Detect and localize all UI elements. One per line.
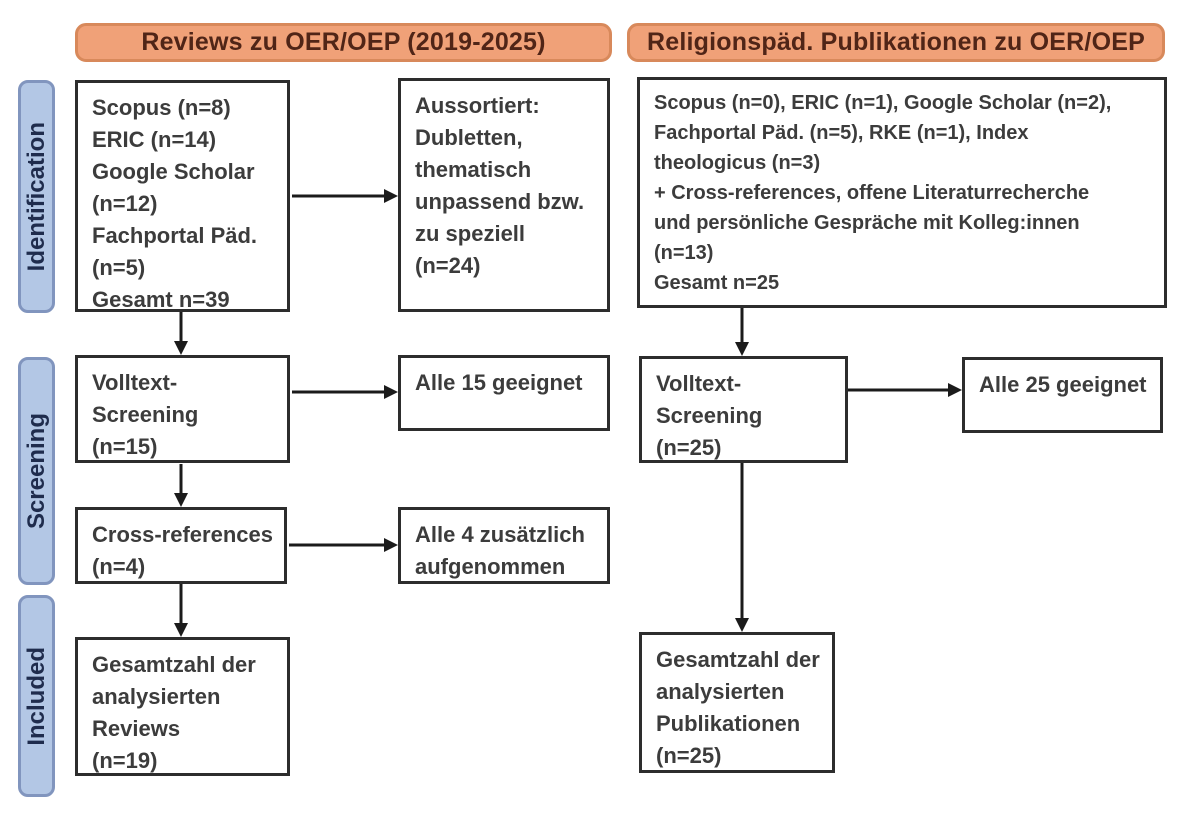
- box-right-fulltext-result: Alle 25 geeignet: [962, 357, 1163, 433]
- box-left-crossreferences: Cross-references (n=4): [75, 507, 287, 584]
- box-right-fulltext-screening: Volltext- Screening (n=25): [639, 356, 848, 463]
- box-left-fulltext-screening: Volltext- Screening (n=15): [75, 355, 290, 463]
- arrow-left-fulltext-to-crossref: [174, 464, 188, 507]
- box-left-fulltext-result: Alle 15 geeignet: [398, 355, 610, 431]
- stage-identification: Identification: [18, 80, 55, 313]
- arrow-left-fulltext-to-result: [292, 385, 398, 399]
- column-header-religionspaed: Religionspäd. Publikationen zu OER/OEP: [627, 23, 1165, 62]
- arrow-left-sources-to-excluded: [292, 189, 398, 203]
- arrow-left-crossref-to-included: [174, 584, 188, 637]
- stage-identification-label: Identification: [22, 121, 50, 272]
- box-left-crossreferences-result: Alle 4 zusätzlich aufgenommen: [398, 507, 610, 584]
- stage-screening-label: Screening: [22, 412, 50, 530]
- box-left-excluded: Aussortiert: Dubletten, thematisch unpas…: [398, 78, 610, 312]
- box-right-sources: Scopus (n=0), ERIC (n=1), Google Scholar…: [637, 77, 1167, 308]
- stage-included-label: Included: [22, 646, 50, 746]
- box-left-sources: Scopus (n=8) ERIC (n=14) Google Scholar …: [75, 80, 290, 312]
- column-header-reviews: Reviews zu OER/OEP (2019-2025): [75, 23, 612, 62]
- arrow-right-fulltext-to-included: [735, 463, 749, 632]
- stage-screening: Screening: [18, 357, 55, 585]
- box-left-included-total: Gesamtzahl der analysierten Reviews (n=1…: [75, 637, 290, 776]
- arrow-right-sources-to-fulltext: [735, 308, 749, 356]
- arrow-left-sources-to-fulltext: [174, 312, 188, 355]
- box-right-included-total: Gesamtzahl der analysierten Publikatione…: [639, 632, 835, 773]
- arrow-left-crossref-to-result: [289, 538, 398, 552]
- arrow-right-fulltext-to-result: [848, 383, 962, 397]
- stage-included: Included: [18, 595, 55, 797]
